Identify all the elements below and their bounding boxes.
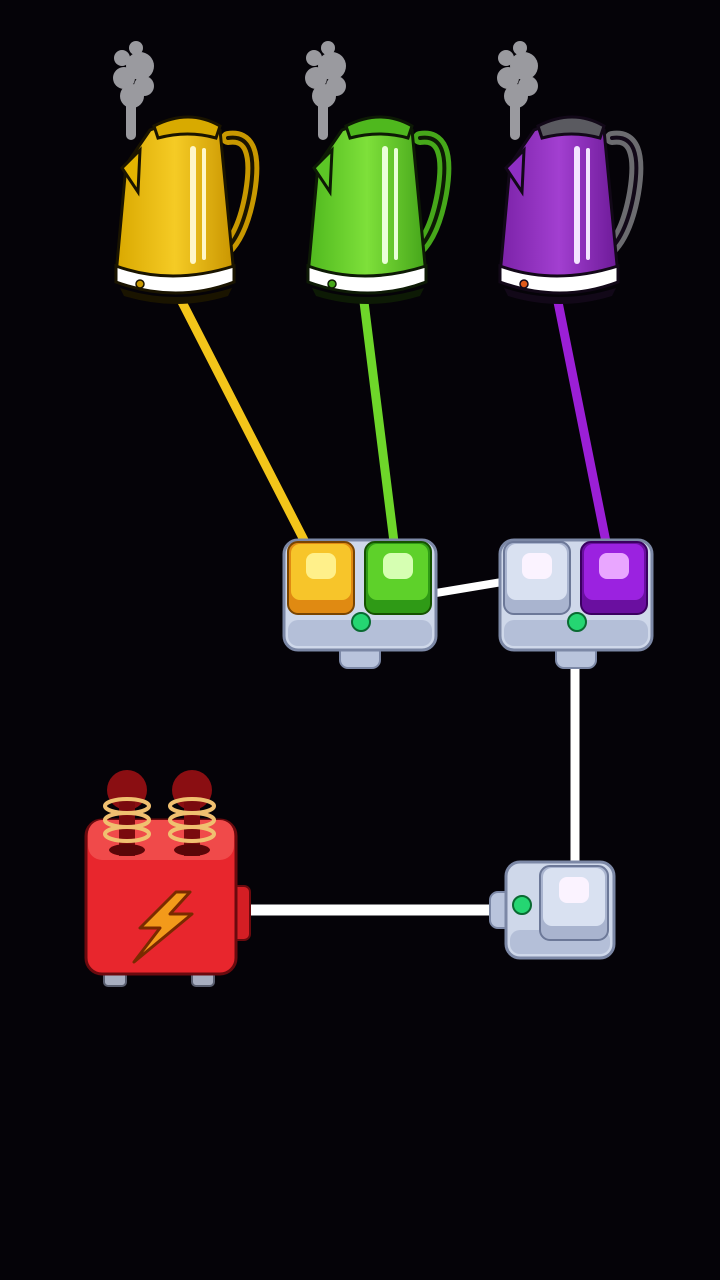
power-source[interactable] bbox=[84, 770, 251, 987]
steam-icon bbox=[113, 41, 154, 140]
switch-box-a bbox=[282, 538, 438, 669]
steam-icon bbox=[305, 41, 346, 140]
coil-icon bbox=[168, 770, 216, 856]
wire-box-a-to-box-b[interactable] bbox=[435, 578, 503, 597]
toggle-button-blank[interactable] bbox=[503, 541, 571, 615]
lightning-bolt-icon bbox=[132, 890, 194, 964]
wires bbox=[177, 297, 611, 916]
indicator-light bbox=[567, 612, 587, 632]
wire-purple[interactable] bbox=[553, 297, 611, 547]
coil-icon bbox=[103, 770, 151, 856]
wire-yellow[interactable] bbox=[177, 297, 310, 547]
steam-icon bbox=[497, 41, 538, 140]
toggle-button-blank[interactable] bbox=[539, 865, 609, 941]
toggle-button-yellow[interactable] bbox=[287, 541, 355, 615]
purple-kettle[interactable] bbox=[497, 41, 644, 304]
toggle-button-purple[interactable] bbox=[580, 541, 648, 615]
switch-box-b bbox=[498, 538, 654, 669]
switch-box-c bbox=[489, 860, 616, 960]
toggle-button-green[interactable] bbox=[364, 541, 432, 615]
green-kettle[interactable] bbox=[305, 41, 452, 304]
yellow-kettle[interactable] bbox=[113, 41, 260, 304]
indicator-light bbox=[351, 612, 371, 632]
wire-green[interactable] bbox=[359, 297, 399, 547]
indicator-light bbox=[512, 895, 532, 915]
